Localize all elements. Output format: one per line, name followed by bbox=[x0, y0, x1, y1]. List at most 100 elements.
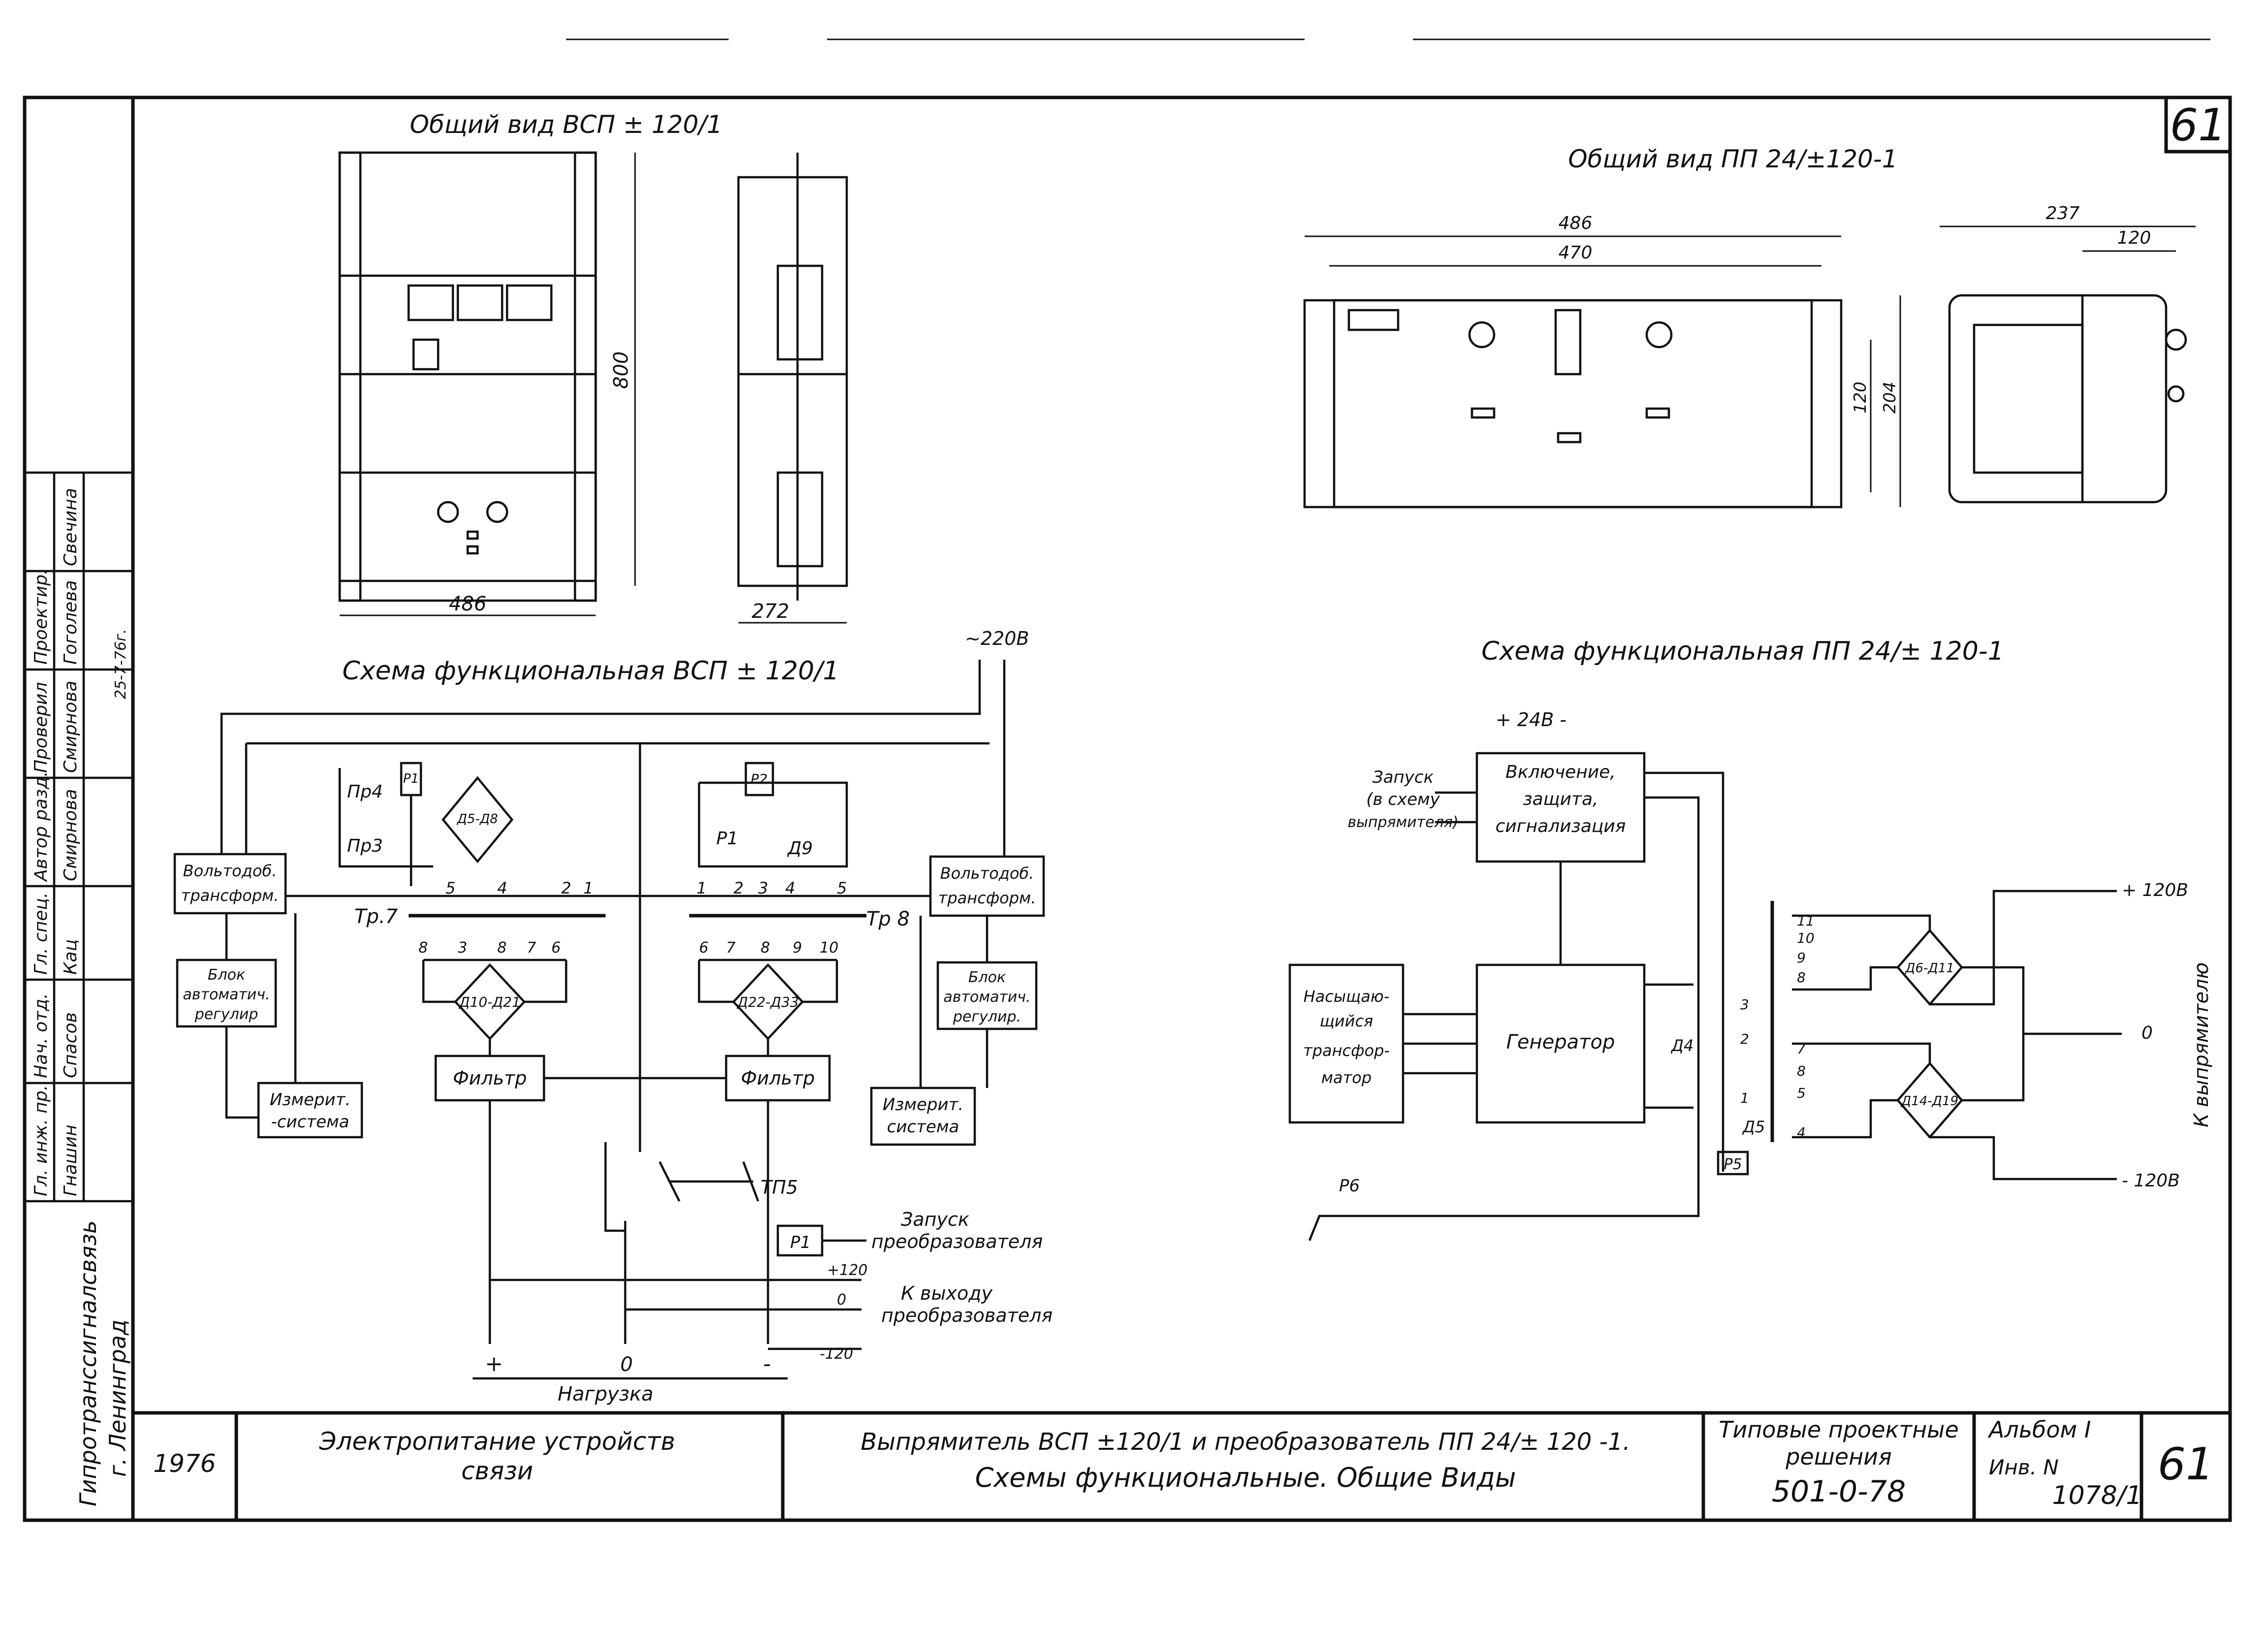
sec8-pin-b: 7 bbox=[726, 939, 735, 957]
pin-top-10: 10 bbox=[1797, 930, 1815, 946]
tp5-label: ТП5 bbox=[761, 1177, 798, 1198]
sig-name-2: Спасов bbox=[61, 1012, 81, 1078]
sec7-pin-d: 7 bbox=[527, 939, 536, 957]
sec7-pin-e: 6 bbox=[551, 939, 561, 957]
meas-left-1: Измерит. bbox=[270, 1090, 351, 1110]
pp-dim-inner: 470 bbox=[1559, 243, 1593, 263]
org-city: г. Ленинград bbox=[104, 1319, 131, 1477]
pp-functional-scheme: Схема функциональная ПП 24/± 120-1 + 24В… bbox=[1288, 637, 2213, 1241]
load-label: Нагрузка bbox=[558, 1383, 654, 1405]
volt-left-1: Вольтодоб. bbox=[183, 862, 277, 880]
block-left-3: регулир bbox=[194, 1006, 258, 1023]
block-left-2: автоматич. bbox=[183, 986, 270, 1003]
meas-left bbox=[257, 1082, 363, 1139]
inv-number: 1078/1 bbox=[2052, 1481, 2142, 1510]
meas-right bbox=[870, 1086, 976, 1146]
generator bbox=[1475, 963, 1646, 1124]
meas-right-2: система bbox=[887, 1117, 959, 1137]
load-plus: + bbox=[485, 1351, 503, 1376]
filter-right bbox=[725, 1054, 831, 1102]
pin-mid-1: 1 bbox=[1740, 1090, 1749, 1106]
v-plus: +120 bbox=[827, 1262, 867, 1279]
sig-name-5: Смирнова bbox=[61, 681, 81, 773]
tr7-pin-5: 5 bbox=[446, 879, 455, 897]
sec8-pin-e: 10 bbox=[820, 939, 838, 957]
sec8-pin-a: 6 bbox=[699, 939, 708, 957]
bridge2-label: Д10-Д21 bbox=[458, 994, 520, 1010]
to-rectifier: К выпрямителю bbox=[2190, 962, 2213, 1127]
control-block bbox=[1475, 752, 1646, 863]
sig-role-2: Нач. отд. bbox=[31, 993, 51, 1078]
sec7-pin-c: 8 bbox=[497, 939, 507, 957]
control-3: сигнализация bbox=[1496, 816, 1626, 836]
bridge3-label: Д22-Д33 bbox=[736, 994, 799, 1010]
v-zero: 0 bbox=[837, 1291, 846, 1309]
block-right-1: Блок bbox=[968, 969, 1006, 986]
start-label-1: Запуск bbox=[901, 1209, 969, 1230]
year: 1976 bbox=[153, 1449, 216, 1478]
organization: Гипротранссигналсвязь г. Ленинград bbox=[75, 1220, 131, 1506]
p6-label: Р6 bbox=[1339, 1176, 1360, 1196]
generator-label: Генератор bbox=[1506, 1031, 1615, 1053]
filter-right-label: Фильтр bbox=[741, 1067, 815, 1089]
tr8-pin-2: 2 bbox=[734, 879, 743, 897]
sheet-number-top: 61 bbox=[2170, 99, 2227, 151]
sec8-pin-d: 9 bbox=[793, 939, 802, 957]
v-minus: -120 bbox=[820, 1345, 853, 1363]
pin-bot-5: 5 bbox=[1797, 1085, 1806, 1101]
volt-right-2: трансформ. bbox=[938, 889, 1036, 907]
sig-name-3: Кац bbox=[61, 939, 81, 975]
load-minus: - bbox=[763, 1351, 771, 1376]
pp-general-view: Общий вид ПП 24/±120-1 486 470 120 204 2… bbox=[1303, 145, 2196, 509]
d4-label: Д4 bbox=[1670, 1036, 1693, 1055]
sat-3: трансфор- bbox=[1303, 1041, 1390, 1060]
pin-top-9: 9 bbox=[1797, 950, 1806, 966]
sat-2: щийся bbox=[1320, 1012, 1374, 1030]
sig-name-7: Свечина bbox=[61, 488, 81, 566]
vsp-view-title: Общий вид ВСП ± 120/1 bbox=[410, 110, 722, 139]
bridge-top-label: Д6-Д11 bbox=[1905, 961, 1954, 976]
vsp-scheme-title: Схема функциональная ВСП ± 120/1 bbox=[342, 656, 839, 686]
org-name: Гипротранссигналсвязь bbox=[75, 1220, 101, 1506]
p1-bottom: Р1 bbox=[790, 1233, 811, 1252]
sig-role-1: Гл. инж. пр. bbox=[31, 1085, 51, 1196]
sec8-pin-c: 8 bbox=[761, 939, 770, 957]
tr7-pin-1: 1 bbox=[583, 879, 593, 897]
tr8-pin-5: 5 bbox=[837, 879, 847, 897]
sheet-number-bottom: 61 bbox=[2158, 1438, 2214, 1490]
relay-p2 bbox=[744, 762, 774, 797]
sat-1: Насыщаю- bbox=[1304, 987, 1390, 1006]
bridge-d5-d8 bbox=[442, 776, 513, 863]
tr7-pin-4: 4 bbox=[497, 879, 507, 897]
sig-role-4: Автор разд. bbox=[31, 771, 51, 882]
relay-p2-label: Р2 bbox=[751, 771, 768, 787]
filter-left bbox=[434, 1054, 545, 1102]
pr4-label: Пр4 bbox=[347, 782, 383, 802]
sig-role-6: Проектир. bbox=[31, 569, 51, 665]
pp-scheme-title: Схема функциональная ПП 24/± 120-1 bbox=[1481, 637, 2004, 666]
album: Альбом I bbox=[1987, 1416, 2091, 1443]
meas-right-1: Измерит. bbox=[883, 1095, 963, 1115]
sheet-title-line1: Выпрямитель ВСП ±120/1 и преобразователь… bbox=[861, 1428, 1630, 1456]
tr8-label: Тр 8 bbox=[866, 908, 910, 930]
sig-role-5: Проверил bbox=[31, 682, 51, 773]
pp-supply: + 24В - bbox=[1496, 709, 1566, 731]
p1-label: Р1 bbox=[716, 829, 738, 849]
tr8-pin-3: 3 bbox=[758, 879, 768, 897]
sig-name-4: Смирнова bbox=[61, 789, 81, 881]
pin-mid-2: 2 bbox=[1740, 1031, 1749, 1047]
bridge-bot-label: Д14-Д19 bbox=[1901, 1094, 1958, 1109]
tr7-pin-2: 2 bbox=[561, 879, 571, 897]
pin-mid-3: 3 bbox=[1740, 996, 1749, 1013]
tr8-pin-4: 4 bbox=[785, 879, 795, 897]
block-right-2: автоматич. bbox=[943, 989, 1030, 1006]
block-left-1: Блок bbox=[208, 966, 245, 984]
volt-boost-left bbox=[173, 853, 287, 915]
sat-4: матор bbox=[1321, 1068, 1372, 1087]
tr7-label: Тр.7 bbox=[354, 905, 398, 928]
meas-left-2: -система bbox=[271, 1112, 350, 1132]
sig-name-1: Гнашин bbox=[61, 1124, 81, 1196]
vsp-functional-scheme: Схема функциональная ВСП ± 120/1 ~220В Р… bbox=[173, 628, 1053, 1405]
series-label-1: Типовые проектные bbox=[1719, 1416, 1959, 1443]
out-minus: - 120В bbox=[2122, 1171, 2180, 1191]
